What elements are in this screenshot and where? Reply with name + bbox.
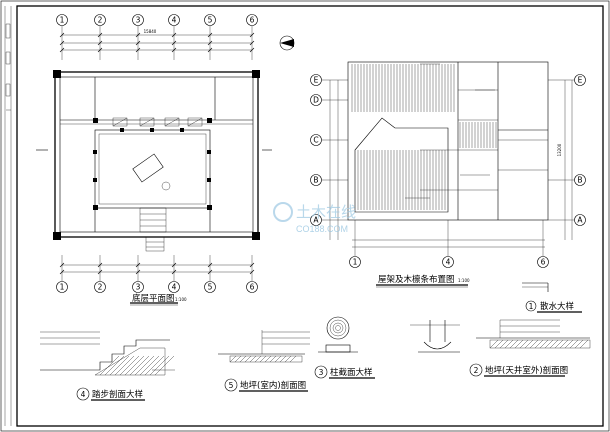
svg-text:3: 3 [136,283,141,292]
svg-text:E: E [314,76,319,85]
roof-grid-bottom: 1 4 6 [349,220,549,268]
roof-bubble-right-A: A [574,214,586,226]
dimension-total-right: 13200 [557,143,562,156]
roof-plan-title: 屋架及木檩条布置图 1:100 [376,274,470,288]
grid-bubble-top-5: 5 [204,14,216,26]
roof-bubble-left-A: A [310,214,322,226]
svg-text:6: 6 [541,258,546,267]
svg-text:4: 4 [446,258,451,267]
svg-text:B: B [313,176,318,185]
svg-text:5: 5 [208,16,213,25]
svg-text:1: 1 [529,302,534,311]
roof-grid-right: E B A [548,74,586,226]
watermark-logo: 土木在线 CO188.COM [273,202,356,234]
floor-plan-grid-top: 1 2 3 4 5 6 [56,14,258,60]
svg-text:C: C [313,136,318,145]
detail-5-bubble [224,378,238,392]
binding-strip [4,6,12,426]
indoor-section-label: 地坪(室内)剖面图 [240,380,306,391]
patio-section-label: 地坪(天井室外)剖面图 [485,365,568,376]
grid-bubble-top-2: 2 [94,14,106,26]
roof-bubble-bottom-1: 1 [349,256,361,268]
svg-text:3: 3 [319,368,324,377]
grid-bubble-top-3: 3 [132,14,144,26]
roof-bubble-right-B: B [574,174,586,186]
svg-text:B: B [577,176,582,185]
svg-text:6: 6 [250,16,255,25]
svg-text:6: 6 [250,283,255,292]
svg-text:4: 4 [172,16,177,25]
drip-detail: 1 散水大样 [522,282,582,313]
svg-text:4: 4 [172,283,177,292]
watermark-en: CO188.COM [296,224,348,234]
roof-plan: 13200 [329,61,573,248]
svg-text:5: 5 [208,283,213,292]
roof-bubble-bottom-6: 6 [537,256,549,268]
step-section: 4 踏步剖面大样 [40,331,175,401]
floor-plan-label: 底层平面图 [132,293,175,304]
floor-plan-scale: 1:100 [175,297,187,302]
svg-text:1: 1 [353,258,358,267]
indoor-section: 5 地坪(室内)剖面图 [218,330,310,392]
roof-bubble-left-C: C [310,134,322,146]
grid-bubble-bottom-1: 1 [56,281,68,293]
detail-4-bubble [76,387,90,401]
patio-section: 2 地坪(天井室外)剖面图 [469,319,591,377]
watermark-cn: 土木在线 [296,204,356,221]
grid-bubble-top-1: 1 [56,14,68,26]
svg-text:2: 2 [474,366,479,375]
grid-bubble-bottom-2: 2 [94,281,106,293]
step-section-label: 踏步剖面大样 [92,389,144,400]
svg-text:5: 5 [229,381,234,390]
svg-text:1: 1 [60,16,65,25]
courtyard [94,129,211,209]
drawing-frame [16,5,604,427]
grid-bubble-top-6: 6 [246,14,258,26]
detail-3-bubble [314,365,328,379]
dimension-total-top: 15840 [144,29,157,34]
svg-text:A: A [577,216,583,225]
roof-grid-left: E D C B A [310,74,348,226]
grid-bubble-top-4: 4 [168,14,180,26]
svg-text:4: 4 [81,390,86,399]
roof-bubble-left-E: E [310,74,322,86]
svg-text:D: D [313,96,319,105]
column-base-detail: 3 柱截面大样 [314,316,460,379]
grid-bubble-bottom-6: 6 [246,281,258,293]
detail-2-bubble [469,363,483,377]
floor-plan-title: 底层平面图 1:100 [130,293,187,306]
outer-wall [54,71,259,238]
roof-bubble-left-D: D [310,94,322,106]
roof-bubble-right-E: E [574,74,586,86]
svg-text:E: E [578,76,583,85]
svg-text:1: 1 [60,283,65,292]
roof-bubble-bottom-4: 4 [442,256,454,268]
grid-bubble-bottom-4: 4 [168,281,180,293]
svg-text:2: 2 [98,16,103,25]
grid-bubble-bottom-5: 5 [204,281,216,293]
floor-plan-grid-bottom: 1 2 3 4 5 6 [56,255,258,293]
roof-plan-scale: 1:100 [458,278,470,283]
column-base-label: 柱截面大样 [330,367,373,378]
floor-plan: 15840 [36,29,272,275]
drip-detail-label: 散水大样 [540,301,575,312]
detail-1-bubble [525,300,537,312]
grid-bubble-bottom-3: 3 [132,281,144,293]
roof-plan-label: 屋架及木檩条布置图 [378,274,455,285]
svg-text:3: 3 [136,16,141,25]
roof-bubble-left-B: B [310,174,322,186]
svg-text:2: 2 [98,283,103,292]
svg-text:A: A [313,216,319,225]
north-arrow-icon [279,35,295,51]
